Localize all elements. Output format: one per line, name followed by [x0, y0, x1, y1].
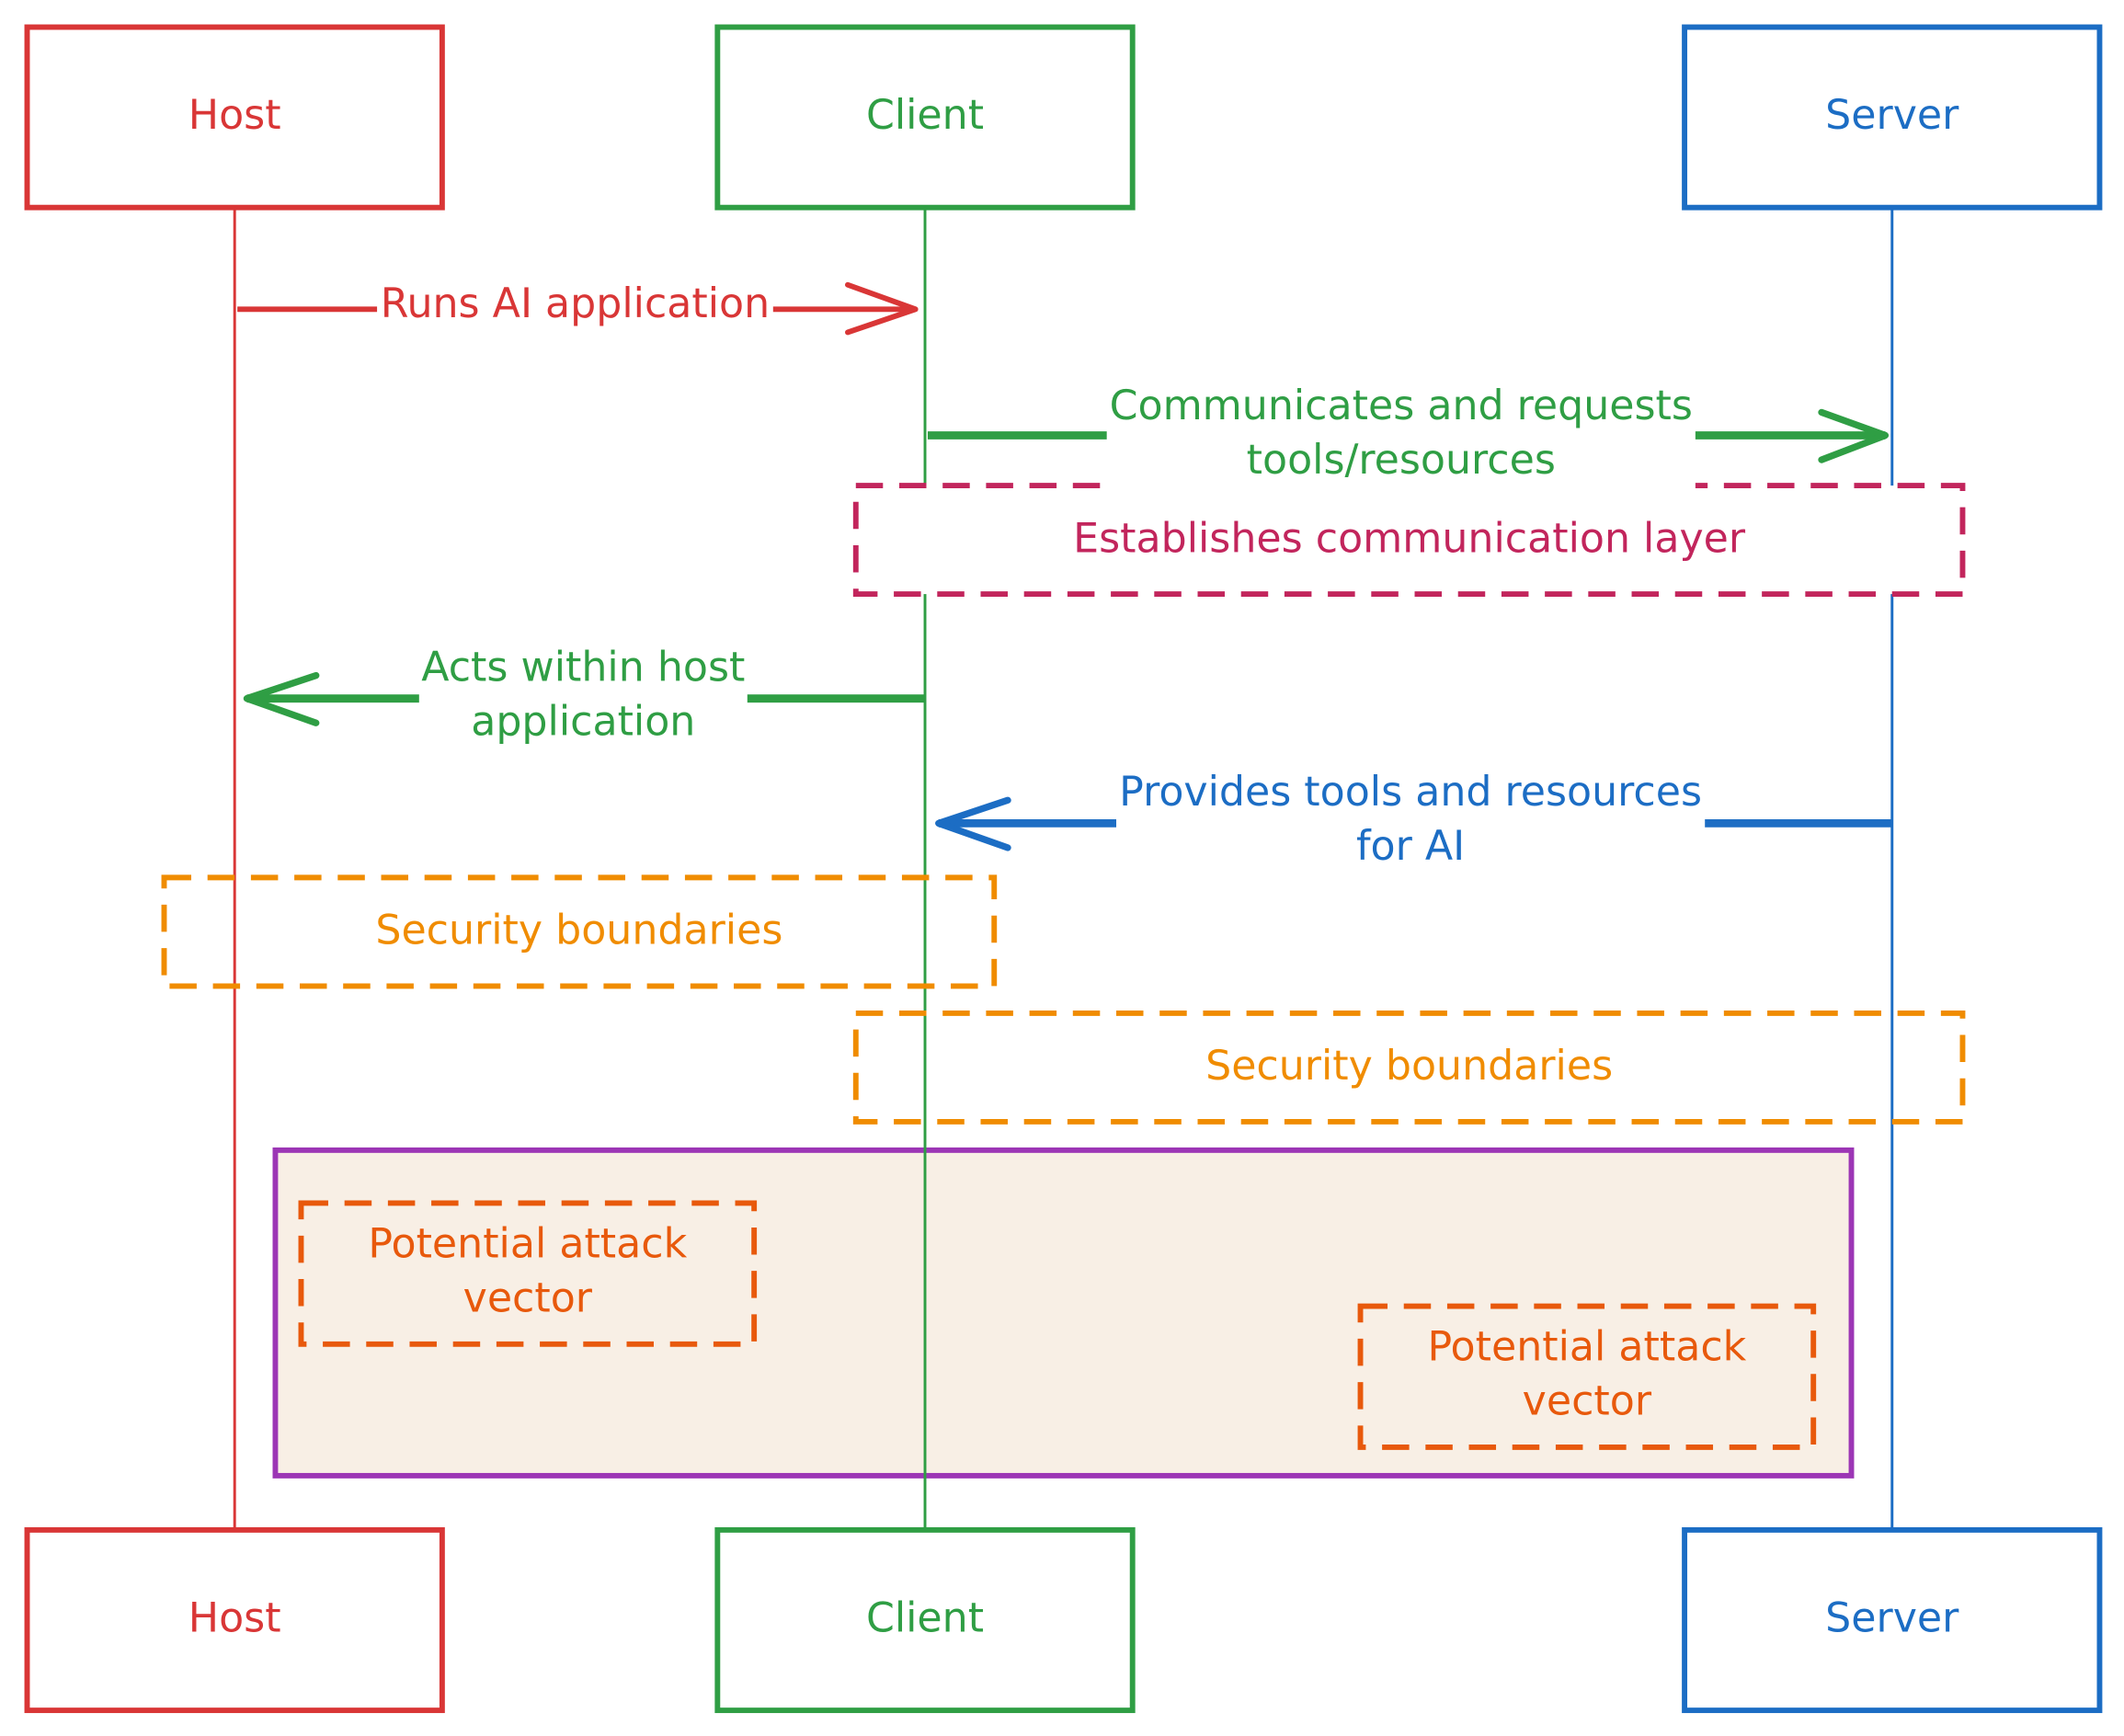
server-label-bottom: Server: [1825, 1594, 1959, 1643]
host-box-bottom: [24, 1526, 445, 1714]
attack-left-label: Potential attack vector: [368, 1220, 688, 1323]
server-box-top: [1682, 24, 2103, 211]
acts-arrow-head: [243, 671, 320, 726]
acts-label: Acts within host application: [418, 641, 748, 750]
host-label-bottom: Host: [188, 1594, 281, 1643]
client-label-top: Client: [865, 92, 985, 140]
comm-layer-note-box: [852, 483, 1966, 598]
host-box-top: [24, 24, 445, 211]
security-right-label: Security boundaries: [1205, 1043, 1614, 1091]
client-box-top: [714, 24, 1136, 211]
client-box-bottom: [714, 1526, 1136, 1714]
attack-left-note-box: [298, 1200, 758, 1347]
communicates-label: Communicates and requests tools/resource…: [1106, 380, 1696, 489]
runs-label: Runs AI application: [377, 280, 773, 328]
host-label-top: Host: [188, 92, 281, 140]
security-left-label: Security boundaries: [375, 907, 783, 955]
server-box-bottom: [1682, 1526, 2103, 1714]
server-label-top: Server: [1825, 92, 1959, 140]
attack-right-label: Potential attack vector: [1427, 1323, 1747, 1426]
comm-layer-label: Establishes communication layer: [1073, 515, 1746, 564]
security-left-note-box: [161, 874, 998, 989]
communicates-arrow-head: [1818, 408, 1890, 463]
runs-arrow-head: [844, 281, 919, 336]
provides-arrow-head: [935, 796, 1011, 851]
client-label-bottom: Client: [865, 1594, 985, 1643]
provides-label: Provides tools and resources for AI: [1116, 766, 1705, 875]
attack-right-note-box: [1357, 1303, 1817, 1450]
